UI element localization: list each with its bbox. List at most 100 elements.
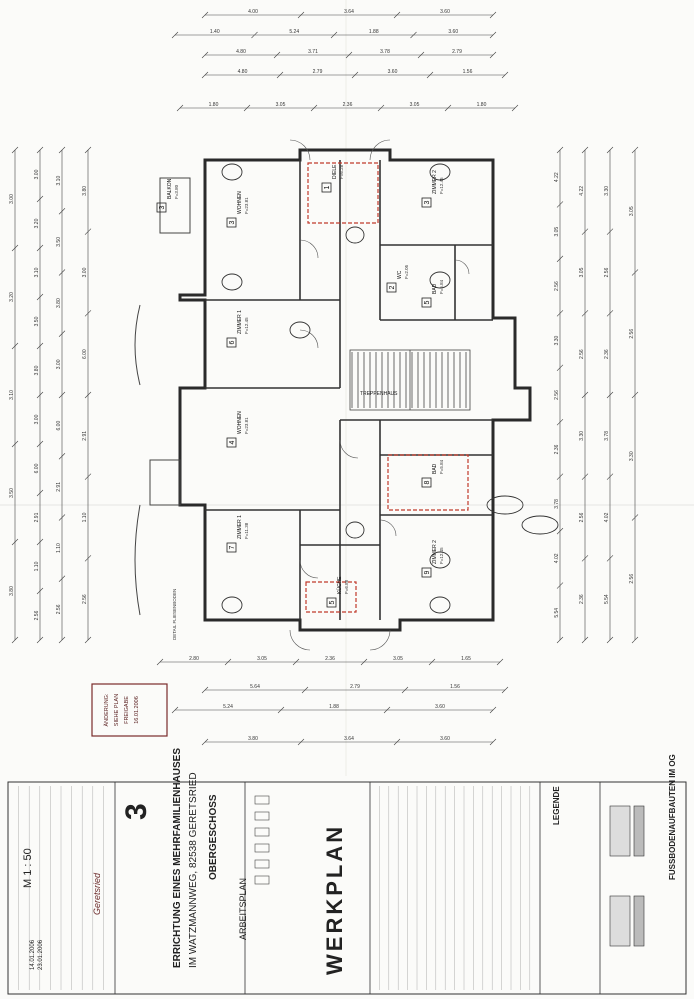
- room-area: F=2.05: [404, 264, 409, 279]
- dimension-label: 1.80: [209, 102, 219, 108]
- dimension-label: 3.64: [344, 736, 354, 742]
- dimension-label: 3.00: [34, 414, 40, 424]
- room-area: F=3.80: [174, 184, 179, 199]
- room-number: 5: [329, 600, 336, 604]
- room-number: 2: [389, 285, 396, 289]
- dim-left-2: 3.103.503.803.006.002.911.102.56: [56, 146, 66, 644]
- dimension-label: 2.56: [604, 267, 610, 277]
- staircase: [349, 349, 471, 411]
- signature: Geretsried: [92, 872, 102, 915]
- dimension-label: 3.00: [34, 169, 40, 179]
- dimension-label: 5.54: [604, 594, 610, 604]
- dimension-label: 3.50: [56, 237, 62, 247]
- balconies: [134, 177, 191, 616]
- room-area: F=23.81: [244, 417, 249, 434]
- dimension-label: 6.00: [82, 349, 88, 359]
- dim-left-3: 3.803.006.002.911.102.56: [82, 146, 92, 644]
- room-name: BAD: [432, 463, 438, 474]
- room-number: 8: [424, 480, 431, 484]
- dimension-label: 2.79: [313, 69, 323, 75]
- dimension-label: 1.10: [34, 561, 40, 571]
- dimension-label: 1.40: [210, 29, 220, 35]
- dimension-label: 3.20: [9, 292, 15, 302]
- change-stamp-box: [91, 683, 168, 737]
- project-line-1: ERRICHTUNG EINES MEHRFAMILIENHAUSES: [172, 747, 183, 968]
- room-number: 9: [424, 570, 431, 574]
- dimension-label: 4.02: [554, 553, 560, 563]
- dimension-label: 2.56: [629, 329, 635, 339]
- room-number: 5: [424, 300, 431, 304]
- dimension-label: 4.80: [236, 49, 246, 55]
- dimension-label: 3.78: [554, 499, 560, 509]
- dimension-label: 3.60: [448, 29, 458, 35]
- room-name: ZIMMER 2: [432, 170, 438, 194]
- room-area: F=12.45: [439, 547, 444, 564]
- dim-left-1: 3.003.203.103.503.803.006.002.911.102.56: [34, 146, 44, 644]
- title-block: [7, 781, 687, 995]
- dimension-label: 3.60: [435, 704, 445, 710]
- dimension-label: 2.56: [554, 281, 560, 291]
- hand-marks: [221, 163, 559, 614]
- room-name: WOHNEN: [237, 191, 243, 214]
- room-number: 3: [229, 220, 236, 224]
- dimension-label: 3.60: [440, 736, 450, 742]
- stamp-line: SIEHE PLAN: [114, 694, 120, 726]
- room-name: BAD: [432, 283, 438, 294]
- dimension-label: 5.64: [250, 684, 260, 690]
- stair-label: TREPPENHAUS: [360, 391, 398, 397]
- dimension-label: 6.00: [34, 463, 40, 473]
- dimension-label: 3.60: [388, 69, 398, 75]
- dimension-label: 3.30: [579, 431, 585, 441]
- room-name: WOHNEN: [237, 411, 243, 434]
- dimension-label: 2.56: [629, 574, 635, 584]
- dimension-label: 3.05: [554, 227, 560, 237]
- dimension-label: 3.00: [56, 359, 62, 369]
- dimension-label: 3.10: [56, 176, 62, 186]
- room-number: 3: [424, 200, 431, 204]
- room-name: BALKON: [167, 178, 173, 199]
- dimension-label: 3.30: [629, 451, 635, 461]
- scale-label: M 1 : 50: [22, 848, 34, 888]
- dimension-label: 3.64: [344, 9, 354, 15]
- dimension-label: 3.05: [257, 656, 267, 662]
- dimension-label: 3.78: [604, 431, 610, 441]
- dimension-label: 3.80: [9, 586, 15, 596]
- dimension-label: 2.56: [82, 594, 88, 604]
- room-name: ZIMMER 1: [237, 310, 243, 334]
- dimension-label: 2.91: [56, 482, 62, 492]
- room-area: F=12.45: [244, 317, 249, 334]
- dimension-label: 5.54: [554, 608, 560, 618]
- dimension-label: 3.20: [34, 218, 40, 228]
- stamp-line: 16.01.2006: [134, 696, 140, 724]
- dimension-label: 3.60: [440, 9, 450, 15]
- dimension-label: 3.05: [393, 656, 403, 662]
- outer-walls: [178, 148, 532, 632]
- room-number: 1: [324, 185, 331, 189]
- dimension-label: 2.79: [350, 684, 360, 690]
- dimension-label: 2.56: [56, 604, 62, 614]
- dimension-label: 1.10: [82, 512, 88, 522]
- room-number: 4: [229, 440, 236, 444]
- stamp-line: ÄNDERUNG:: [103, 693, 110, 726]
- dimension-label: 3.30: [554, 335, 560, 345]
- dimension-label: 1.88: [369, 29, 379, 35]
- dimension-label: 1.10: [56, 543, 62, 553]
- dimension-label: 3.00: [82, 267, 88, 277]
- room-area: F=12.45: [439, 177, 444, 194]
- room-area: F=6.88: [344, 579, 349, 594]
- dimension-label: 3.50: [9, 488, 15, 498]
- dimension-label: 1.56: [463, 69, 473, 75]
- room-area: F=5.84: [439, 279, 444, 294]
